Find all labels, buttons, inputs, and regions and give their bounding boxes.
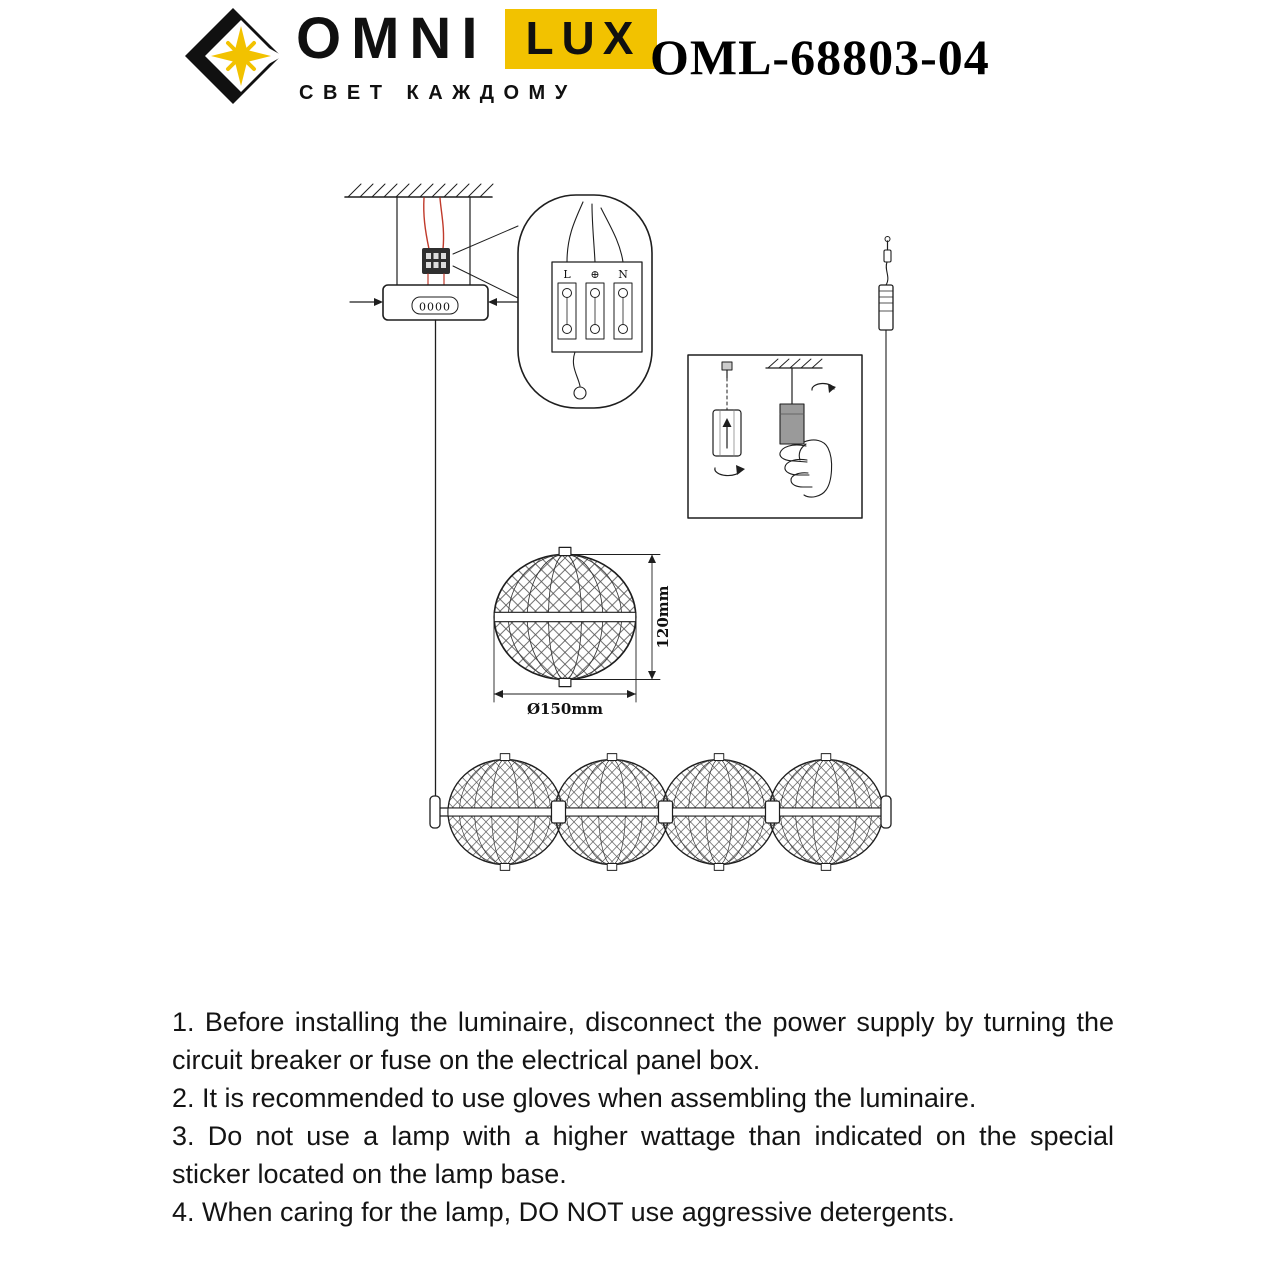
brand-word-omni: OMNI — [296, 6, 488, 71]
wire-connector-block — [422, 248, 450, 286]
shade-height-label: 120mm — [654, 585, 672, 648]
brand-tagline: СВЕТ КАЖДОМУ — [299, 82, 577, 104]
shade-diameter-label: Ø150mm — [527, 700, 603, 718]
terminal-label-l: L — [563, 268, 571, 281]
ceiling-hatch — [347, 183, 494, 198]
mounting-instruction-box — [687, 354, 863, 519]
terminal-screws — [557, 282, 633, 340]
cable-adjuster-detail — [878, 236, 894, 797]
canopy-width-arrows — [349, 298, 522, 306]
logo-star-icon — [211, 26, 271, 86]
brand-wordmark: OMNI LUX — [296, 6, 658, 71]
bar-end-bracket-right — [880, 795, 892, 829]
cable-connector — [878, 284, 894, 331]
instruction-item-3: 3. Do not use a lamp with a higher watta… — [172, 1121, 1114, 1189]
wire-hook — [573, 386, 587, 400]
instructions-section: 1. Before installing the luminaire, disc… — [172, 1003, 1114, 1231]
instruction-item-4: 4. When caring for the lamp, DO NOT use … — [172, 1197, 955, 1227]
pendant-assembly-drawing — [429, 752, 892, 872]
screw-pin-detail — [712, 361, 745, 477]
twist-lock-detail — [765, 358, 836, 498]
wire-red-left — [423, 197, 430, 250]
terminal-label-n: N — [618, 268, 628, 281]
hand-illustration — [779, 439, 833, 498]
canopy-holes-plate — [411, 296, 459, 315]
shade-dimension-drawing: 120mm Ø150mm — [493, 546, 672, 718]
wiring-detail-bubble: L ⊕ N — [517, 194, 653, 409]
canopy-holes-label: 0000 — [419, 301, 451, 314]
bar-end-bracket-left — [429, 795, 441, 829]
model-number: OML-68803-04 — [650, 29, 990, 85]
instruction-item-2: 2. It is recommended to use gloves when … — [172, 1083, 977, 1113]
terminal-label-earth: ⊕ — [590, 268, 599, 281]
brand-lux-badge: LUX — [505, 9, 658, 69]
omnilux-logo-icon — [185, 8, 283, 104]
installation-diagram: 0000 L ⊕ N — [344, 183, 894, 872]
ceiling-mount-diagram: 0000 — [344, 183, 522, 797]
wire-red-right — [439, 197, 445, 250]
instruction-item-1: 1. Before installing the luminaire, disc… — [172, 1007, 1114, 1075]
